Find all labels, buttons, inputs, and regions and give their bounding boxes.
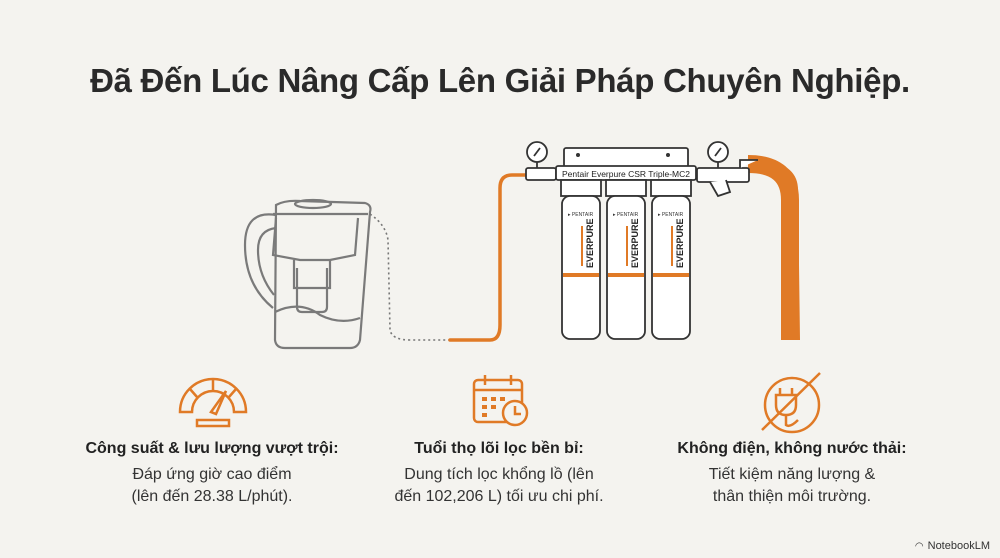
system-label: Pentair Everpure CSR Triple-MC2 [562,169,690,179]
feature-desc-line1: Đáp ứng giờ cao điểm [132,466,292,483]
calendar-clock-icon [472,375,529,427]
svg-text:▸ PENTAIR: ▸ PENTAIR [658,212,684,218]
feature-desc-line2: (lên đến 28.38 L/phút). [131,488,293,505]
feature-title: Không điện, không nước thải: [677,440,907,457]
feature-desc-line1: Tiết kiệm năng lượng & [708,466,876,483]
feature-capacity: Công suất & lưu lượng vượt trội: Đáp ứng… [62,440,362,508]
feature-no-power: Không điện, không nước thải: Tiết kiệm n… [642,440,942,508]
feature-desc-line2: đến 102,206 L) tối ưu chi phí. [394,488,604,505]
svg-text:EVERPURE: EVERPURE [675,218,685,268]
feature-desc-line1: Dung tích lọc khổng lồ (lên [404,466,594,483]
notebooklm-logo-icon: ◠ [914,540,924,552]
water-pitcher-icon [243,198,372,350]
feature-lifespan: Tuổi thọ lõi lọc bền bỉ: Dung tích lọc k… [349,440,649,508]
page-title: Đã Đến Lúc Nâng Cấp Lên Giải Pháp Chuyên… [90,62,910,99]
svg-text:EVERPURE: EVERPURE [585,218,595,268]
notebooklm-brand: ◠ NotebookLM [915,540,990,552]
svg-text:▸ PENTAIR: ▸ PENTAIR [568,212,594,218]
feature-title: Tuổi thọ lõi lọc bền bỉ: [414,440,584,457]
feature-desc-line2: thân thiện môi trường. [712,488,872,505]
brand-label: NotebookLM [927,540,990,552]
svg-text:EVERPURE: EVERPURE [630,218,640,268]
speedometer-icon [178,377,248,428]
feature-title: Công suất & lưu lượng vượt trội: [85,440,339,457]
svg-text:▸ PENTAIR: ▸ PENTAIR [613,212,639,218]
no-plug-icon [761,372,821,434]
